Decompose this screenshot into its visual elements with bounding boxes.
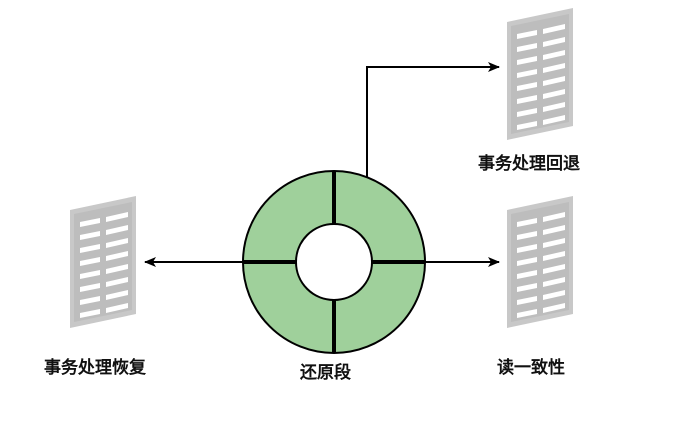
label-undo-segment: 还原段 bbox=[300, 363, 351, 383]
undo-segment-ring bbox=[242, 170, 426, 354]
label-transaction-recovery: 事务处理恢复 bbox=[44, 358, 146, 378]
document-icon-recovery bbox=[70, 196, 136, 328]
document-icon-consistency bbox=[507, 196, 573, 328]
arrow-to-rollback bbox=[366, 62, 500, 180]
document-icon-rollback bbox=[507, 8, 573, 140]
ring-hole bbox=[295, 223, 373, 301]
label-read-consistency: 读一致性 bbox=[497, 358, 565, 378]
label-transaction-rollback: 事务处理回退 bbox=[478, 154, 580, 174]
